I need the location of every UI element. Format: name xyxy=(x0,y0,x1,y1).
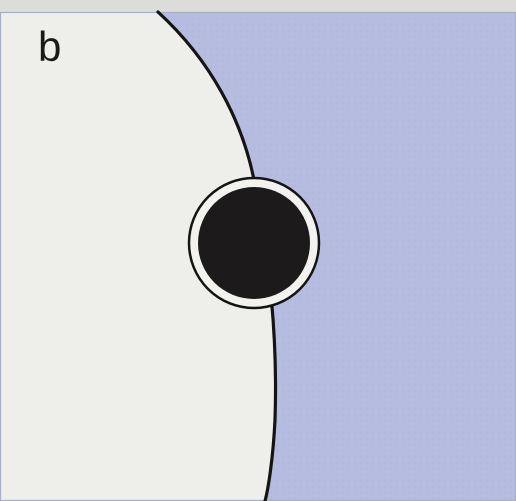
body-disc xyxy=(198,187,310,299)
top-strip xyxy=(0,0,516,12)
panel-label: b xyxy=(38,26,61,68)
